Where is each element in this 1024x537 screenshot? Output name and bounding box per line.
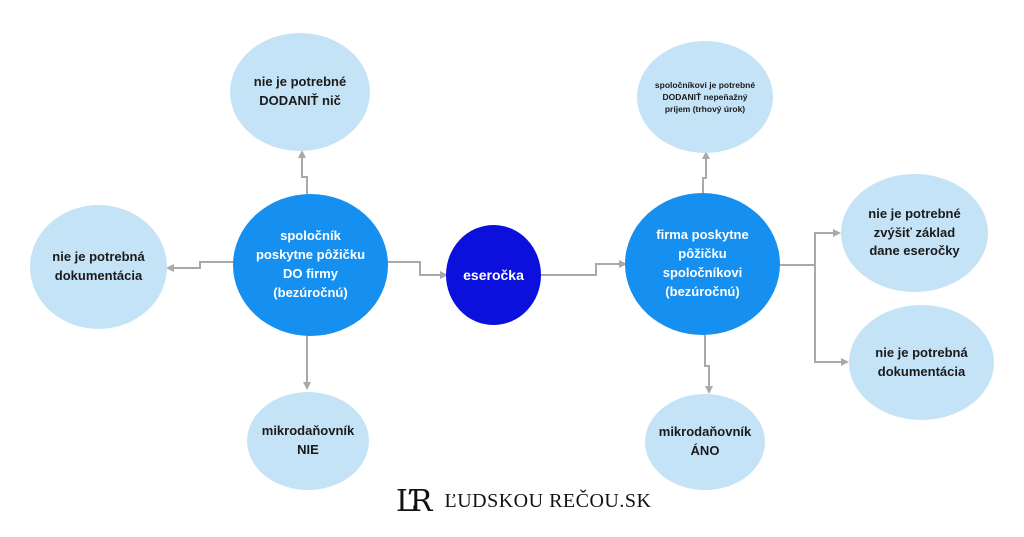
node-left-top-label: nie je potrebné DODANIŤ nič — [253, 74, 347, 108]
node-right-side-bottom: nie je potrebná dokumentácia — [849, 305, 994, 420]
arrow-left-side — [166, 261, 234, 272]
arrow-center-to-right — [541, 260, 627, 276]
node-lender-to-firm-label: spoločník poskytne pôžičku DO firmy (bez… — [255, 228, 366, 300]
arrow-right-side-bottom — [779, 264, 849, 366]
node-right-side-top-label: nie je potrebné zvýšiť základ dane esero… — [868, 205, 961, 259]
logo-text: ĽUDSKOU REČOU.SK — [444, 489, 652, 512]
node-right-side-bottom-label: nie je potrebná dokumentácia — [875, 344, 968, 379]
arrow-right-down — [704, 334, 713, 394]
node-right-bottom-label: mikrodaňovník ÁNO — [658, 424, 752, 458]
node-firm-to-partner: firma poskytne pôžičku spoločníkovi (bez… — [625, 193, 780, 335]
node-lender-to-firm: spoločník poskytne pôžičku DO firmy (bez… — [233, 194, 388, 336]
node-firm-to-partner-label: firma poskytne pôžičku spoločníkovi (bez… — [656, 227, 749, 299]
node-right-top-label: spoločníkovi je potrebné DODANIŤ nepeňaž… — [654, 79, 756, 115]
arrow-left-up — [298, 150, 308, 195]
node-left-bottom: mikrodaňovník NIE — [247, 392, 369, 490]
logo-mark: ĽR — [396, 483, 432, 519]
site-logo: ĽR ĽUDSKOU REČOU.SK — [396, 483, 652, 519]
node-center: eseročka — [446, 225, 541, 325]
node-left-bottom-label: mikrodaňovník NIE — [261, 423, 355, 457]
node-center-label: eseročka — [463, 266, 524, 283]
node-right-side-top: nie je potrebné zvýšiť základ dane esero… — [841, 174, 988, 292]
arrow-left-to-center — [387, 261, 448, 279]
node-right-bottom: mikrodaňovník ÁNO — [645, 394, 765, 490]
node-left-side-label: nie je potrebná dokumentácia — [52, 249, 145, 283]
node-right-top: spoločníkovi je potrebné DODANIŤ nepeňaž… — [637, 41, 773, 153]
node-left-side: nie je potrebná dokumentácia — [30, 205, 167, 329]
arrow-right-side-top — [779, 229, 841, 266]
node-left-top: nie je potrebné DODANIŤ nič — [230, 33, 370, 151]
arrow-right-up — [702, 151, 710, 194]
